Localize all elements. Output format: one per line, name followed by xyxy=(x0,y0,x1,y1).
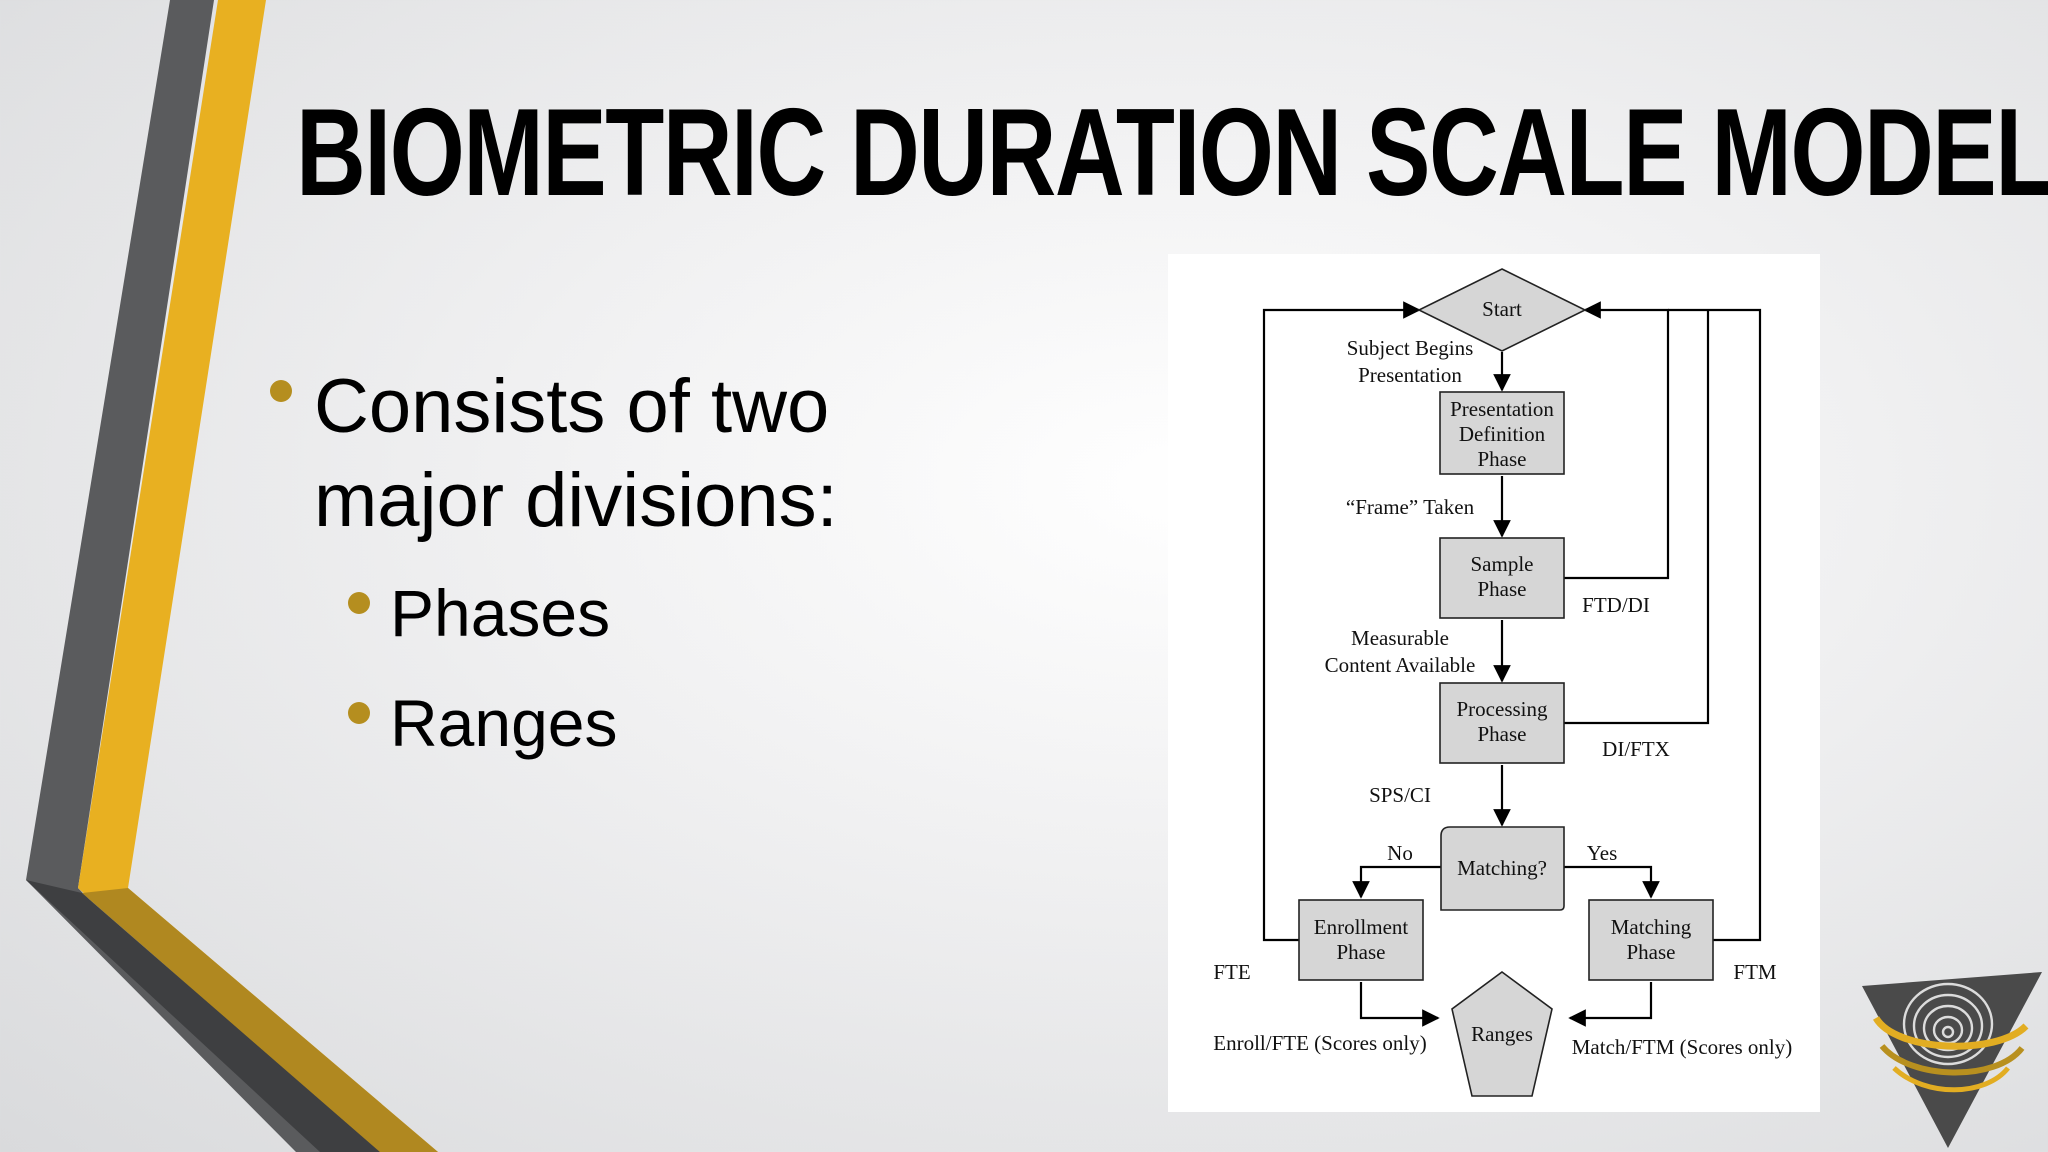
subject-begins-label-1: Subject Begins xyxy=(1347,336,1474,360)
bullet-main: Consists of two major divisions: xyxy=(268,360,1128,548)
bullet-dot xyxy=(348,702,370,724)
presentation-phase-node xyxy=(1439,391,1565,475)
fte-label: FTE xyxy=(1213,960,1250,984)
start-label: Start xyxy=(1482,297,1522,321)
edge-enroll-ranges xyxy=(1359,982,1440,1027)
sub-bullet-ranges: Ranges xyxy=(268,680,1128,766)
logo-ring-2 xyxy=(1879,1043,2025,1076)
edge-fte-loop xyxy=(1262,301,1421,942)
presentation-label-1: Presentation xyxy=(1450,397,1554,421)
flowchart: Start Presentation Definition Phase Samp… xyxy=(1213,268,1792,1097)
fingerprint-icon xyxy=(1902,982,1994,1066)
processing-phase-node xyxy=(1439,682,1565,764)
matching-phase-label-1: Matching xyxy=(1611,915,1692,939)
sub-bullet-phases: Phases xyxy=(268,570,1128,656)
ftm-label: FTM xyxy=(1733,960,1777,984)
bullet-dot xyxy=(348,592,370,614)
no-label: No xyxy=(1387,841,1413,865)
sample-phase-node xyxy=(1439,537,1565,619)
edge-yes xyxy=(1564,865,1660,899)
matching-decision-node xyxy=(1440,826,1565,911)
lower-gold-band xyxy=(82,888,438,1152)
ranges-node xyxy=(1451,971,1553,1097)
match-ftm-label: Match/FTM (Scores only) xyxy=(1572,1035,1792,1059)
enrollment-label-2: Phase xyxy=(1337,940,1386,964)
edge-ftd-loop xyxy=(1564,301,1670,580)
slide-title: BIOMETRIC DURATION SCALE MODEL xyxy=(296,84,2048,222)
processing-label-2: Phase xyxy=(1478,722,1527,746)
bullet-main-line-2: major divisions: xyxy=(314,458,838,543)
enrollment-phase-node xyxy=(1298,899,1424,981)
bullet-list: Consists of two major divisions: Phases … xyxy=(268,360,1128,766)
lower-gray-band xyxy=(26,880,380,1152)
enroll-fte-label: Enroll/FTE (Scores only) xyxy=(1213,1031,1426,1055)
edge-ftx-loop xyxy=(1564,310,1710,725)
enrollment-label-1: Enrollment xyxy=(1314,915,1409,939)
processing-label-1: Processing xyxy=(1457,697,1548,721)
matching-phase-node xyxy=(1588,899,1714,981)
sample-label-2: Phase xyxy=(1478,577,1527,601)
sub-bullet-text: Ranges xyxy=(390,686,618,760)
matching-phase-label-2: Phase xyxy=(1627,940,1676,964)
di-ftx-label: DI/FTX xyxy=(1602,737,1670,761)
start-node xyxy=(1417,268,1587,352)
edge-ftm-loop xyxy=(1668,308,1762,942)
presentation-label-3: Phase xyxy=(1478,447,1527,471)
ranges-label: Ranges xyxy=(1471,1022,1533,1046)
presentation-label-2: Definition xyxy=(1459,422,1546,446)
gray-band xyxy=(26,0,336,1152)
bullet-main-line-1: Consists of two xyxy=(314,364,830,449)
ftd-di-label: FTD/DI xyxy=(1582,593,1650,617)
edge-match-ranges xyxy=(1568,982,1653,1027)
bullet-dot xyxy=(270,380,292,402)
flowchart-image: Start Presentation Definition Phase Samp… xyxy=(1168,254,1820,1112)
gold-band xyxy=(78,0,438,1152)
measurable-label-1: Measurable xyxy=(1351,626,1449,650)
fingerprint-logo xyxy=(1862,972,2042,1148)
matching-decision-label: Matching? xyxy=(1457,856,1547,880)
frame-taken-label: “Frame” Taken xyxy=(1346,495,1475,519)
sub-bullet-text: Phases xyxy=(390,576,611,650)
measurable-label-2: Content Available xyxy=(1325,653,1476,677)
sample-label-1: Sample xyxy=(1471,552,1534,576)
subject-begins-label-2: Presentation xyxy=(1358,363,1462,387)
edge-no xyxy=(1352,865,1441,899)
sps-ci-label: SPS/CI xyxy=(1369,783,1431,807)
logo-ring-1 xyxy=(1872,1015,2029,1050)
logo-triangle xyxy=(1862,972,2042,1148)
yes-label: Yes xyxy=(1587,841,1618,865)
logo-ring-3 xyxy=(1892,1066,2010,1093)
